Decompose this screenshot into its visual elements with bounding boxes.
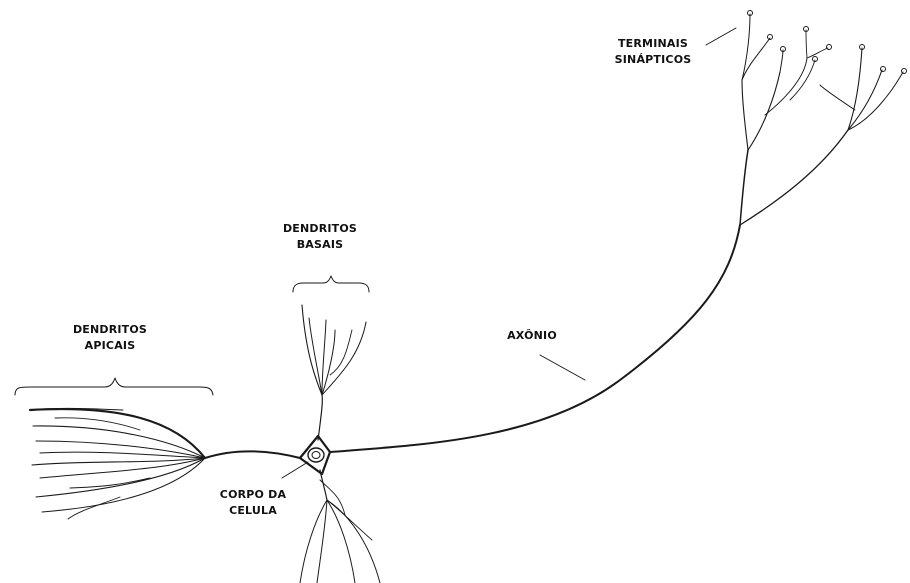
cell-body (300, 436, 330, 474)
label-apicais-line1: DENDRITOS (50, 322, 170, 338)
label-dendritos-apicais: DENDRITOS APICAIS (50, 322, 170, 354)
apical-bracket (15, 378, 213, 395)
label-apicais-line2: APICAIS (50, 338, 170, 354)
label-terminais-line2: SINÁPTICOS (598, 52, 708, 68)
axon-terminals (740, 11, 907, 226)
label-axonio: AXÔNIO (492, 328, 572, 344)
corpo-leader (282, 462, 308, 478)
label-axonio-line1: AXÔNIO (492, 328, 572, 344)
label-corpo-da-celula: CORPO DA CELULA (198, 487, 308, 519)
lower-dendrites (300, 470, 380, 583)
label-terminais-sinapticos: TERMINAIS SINÁPTICOS (598, 36, 708, 68)
label-corpo-line2: CELULA (198, 503, 308, 519)
terminais-leader (706, 28, 736, 45)
basal-dendrites (302, 305, 366, 440)
apical-trunk (205, 451, 300, 458)
basal-bracket (293, 276, 369, 292)
label-basais-line1: DENDRITOS (260, 221, 380, 237)
axonio-leader (540, 355, 585, 380)
label-terminais-line1: TERMINAIS (598, 36, 708, 52)
label-corpo-line1: CORPO DA (198, 487, 308, 503)
apical-dendrites (30, 408, 205, 519)
label-basais-line2: BASAIS (260, 237, 380, 253)
label-dendritos-basais: DENDRITOS BASAIS (260, 221, 380, 253)
